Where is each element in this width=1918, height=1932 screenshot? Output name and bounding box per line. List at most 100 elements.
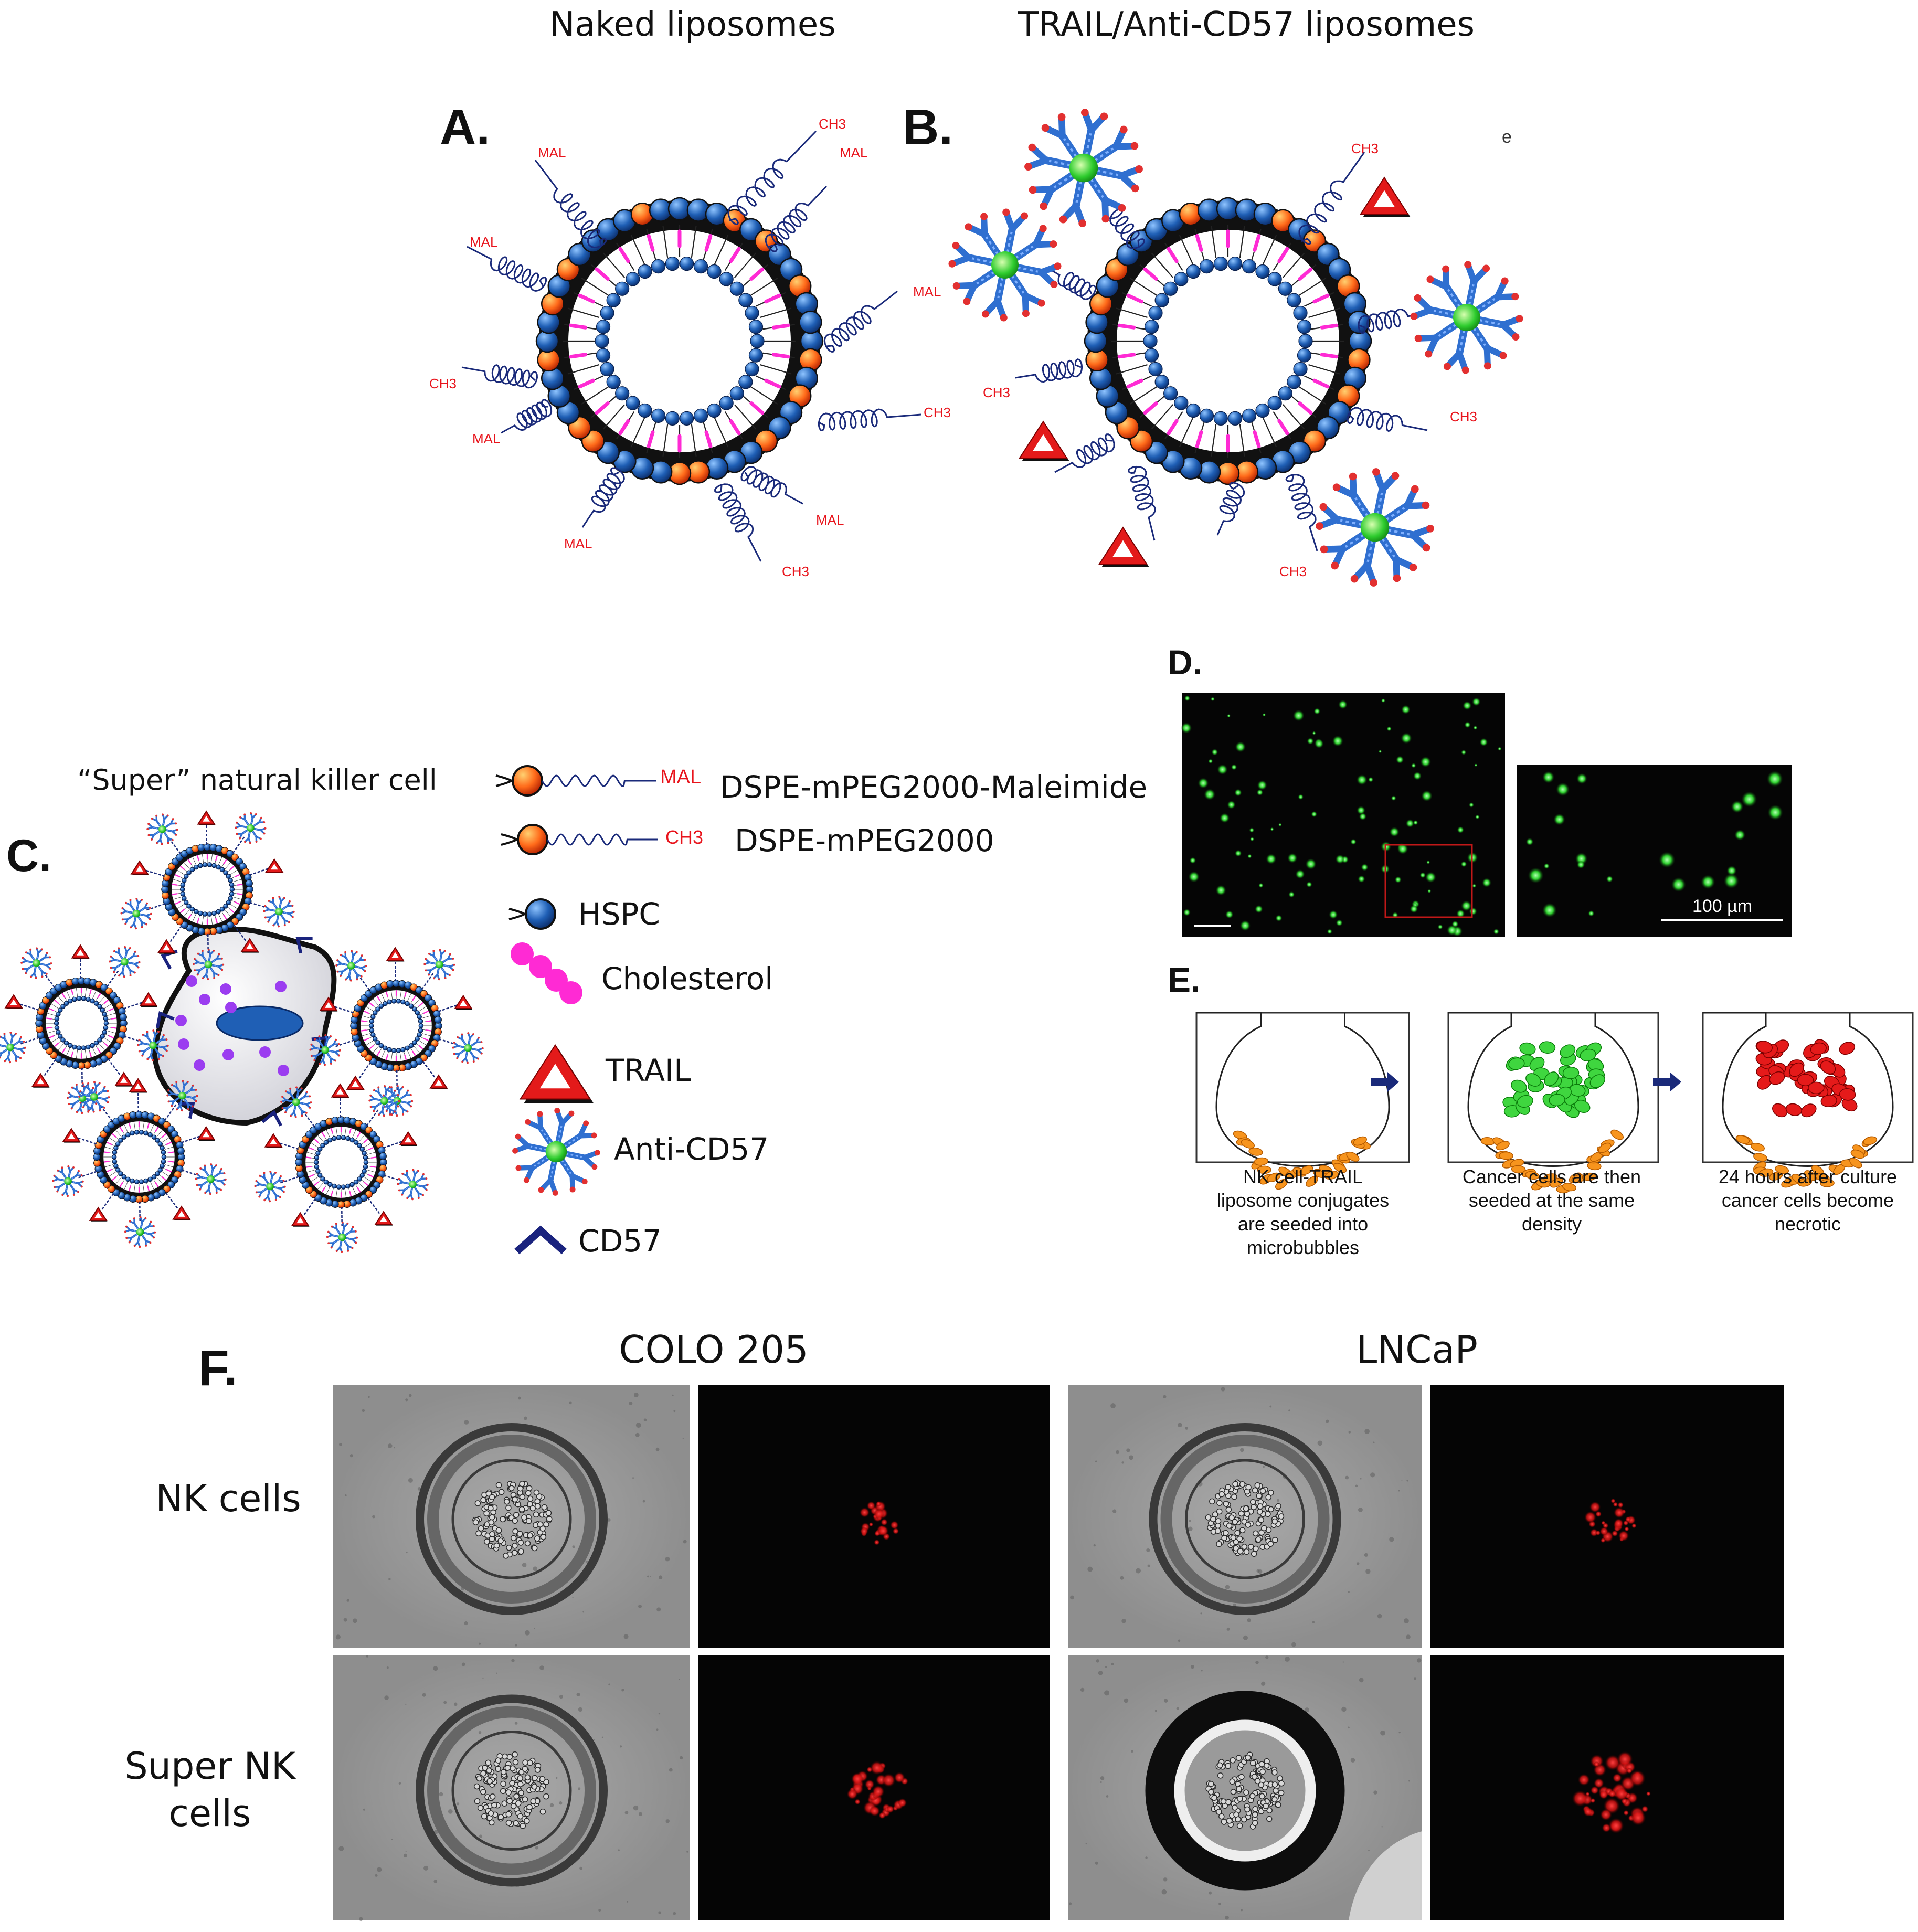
- antibody-tip: [155, 814, 158, 817]
- peg-chain: [107, 1058, 121, 1076]
- necrotic-signal: [846, 1788, 858, 1800]
- green-dot: [1767, 804, 1783, 820]
- inner-head: [369, 1027, 375, 1033]
- lipid-tail: [325, 1186, 331, 1196]
- debris-speck: [534, 1628, 535, 1629]
- debris-speck: [1225, 1585, 1230, 1590]
- nk-cell-dot: [1863, 1136, 1878, 1145]
- cholesterol-mark: [1253, 430, 1261, 449]
- antibody-icon: [109, 946, 141, 978]
- antibody-tip: [1372, 468, 1380, 476]
- green-dot: [1287, 853, 1298, 863]
- cell-aggregate: [1263, 1803, 1269, 1809]
- peg-chain: [106, 969, 120, 988]
- green-dot: [1350, 838, 1357, 845]
- cell-aggregate: [512, 1759, 519, 1766]
- antibody-tip: [215, 1164, 217, 1167]
- inner-head: [738, 293, 753, 307]
- inner-head: [54, 1021, 59, 1026]
- inner-head: [1148, 305, 1163, 321]
- cell-aggregate: [1252, 1806, 1258, 1812]
- cholesterol-mark: [764, 293, 781, 304]
- antibody-tip: [135, 897, 138, 900]
- antibody-tip: [263, 910, 266, 912]
- antibody-icon: [146, 813, 178, 845]
- inner-head: [396, 1048, 401, 1053]
- cell-aggregate: [1271, 1796, 1278, 1803]
- antibody-tip: [467, 1061, 469, 1064]
- antibody-tip: [194, 969, 196, 972]
- debris-speck: [1190, 1665, 1194, 1669]
- debris-speck: [1355, 1484, 1358, 1488]
- cell-aggregate: [504, 1498, 510, 1505]
- necrotic-signal: [892, 1527, 899, 1535]
- debris-speck: [384, 1695, 389, 1700]
- antibody-tip: [72, 1166, 75, 1169]
- peg-chain: [1015, 358, 1083, 383]
- cholesterol-mark: [161, 1176, 166, 1181]
- peg-chain: [1216, 482, 1245, 536]
- antibody-tip: [326, 1236, 329, 1238]
- lipid-tail: [691, 226, 697, 258]
- cell-aggregate: [522, 1766, 528, 1772]
- debris-speck: [1225, 1915, 1229, 1920]
- lipid-tail: [202, 916, 204, 927]
- debris-speck: [1380, 1730, 1385, 1736]
- cell-aggregate: [512, 1751, 518, 1758]
- inner-head: [60, 1004, 66, 1009]
- lipid-tail: [45, 1031, 56, 1034]
- cholesterol-bead: [559, 981, 582, 1004]
- antibody-tip: [263, 832, 266, 835]
- antibody-tip: [274, 1171, 277, 1174]
- inner-head: [405, 1045, 410, 1051]
- cell-aggregate: [1278, 1790, 1285, 1796]
- cell-aggregate: [540, 1534, 547, 1540]
- microwell-wall: [427, 1435, 596, 1604]
- nk-cell-dot: [1275, 1179, 1288, 1190]
- nk-cell-dot: [1267, 1172, 1281, 1182]
- cholesterol-mark: [412, 1050, 416, 1056]
- green-dot: [1553, 813, 1565, 825]
- necrotic-signal: [1599, 1527, 1609, 1536]
- chain-end-label: MAL: [564, 536, 592, 551]
- lipid-tail: [316, 1134, 324, 1142]
- cell-aggregate: [473, 1783, 480, 1790]
- lipid-tail: [84, 1049, 87, 1060]
- antibody-tip: [61, 1166, 63, 1169]
- cancer-cell-dot: [1544, 1071, 1559, 1086]
- inner-head: [693, 408, 708, 423]
- debris-speck: [1368, 1850, 1370, 1852]
- antibody-tip: [125, 901, 128, 904]
- necrotic-signal: [1631, 1523, 1637, 1528]
- cholesterol-mark: [1143, 401, 1158, 415]
- inner-head: [383, 1045, 388, 1051]
- cholesterol-mark: [418, 1002, 423, 1007]
- antibody-tip: [35, 976, 37, 979]
- necrotic-signal: [870, 1760, 884, 1775]
- antibody-tip: [196, 973, 199, 976]
- conjugated-liposome: [254, 1083, 429, 1254]
- debris-speck: [1069, 1902, 1072, 1905]
- antibody-tip: [1029, 186, 1037, 194]
- lipid-tail: [133, 1120, 136, 1131]
- lipid-tail: [142, 1183, 145, 1194]
- inner-head: [155, 1138, 160, 1143]
- antibody-tip: [373, 1089, 375, 1091]
- debris-speck: [479, 1834, 483, 1838]
- debris-speck: [1112, 1509, 1117, 1513]
- antibody-tip: [142, 1033, 144, 1036]
- antibody-tip: [166, 1094, 169, 1097]
- inner-head: [76, 1045, 82, 1050]
- cell-aggregate: [486, 1767, 492, 1774]
- antibody-tip: [278, 925, 280, 928]
- debris-speck: [1261, 1681, 1266, 1686]
- debris-speck: [344, 1494, 347, 1496]
- inner-head: [1255, 403, 1270, 418]
- antibody-core: [1453, 304, 1480, 331]
- trail-inner: [177, 1211, 185, 1217]
- debris-speck: [686, 1851, 688, 1853]
- antibody-tip: [201, 950, 204, 952]
- debris-speck: [372, 1515, 375, 1519]
- inner-head: [202, 911, 208, 917]
- antibody-tip: [199, 1167, 202, 1170]
